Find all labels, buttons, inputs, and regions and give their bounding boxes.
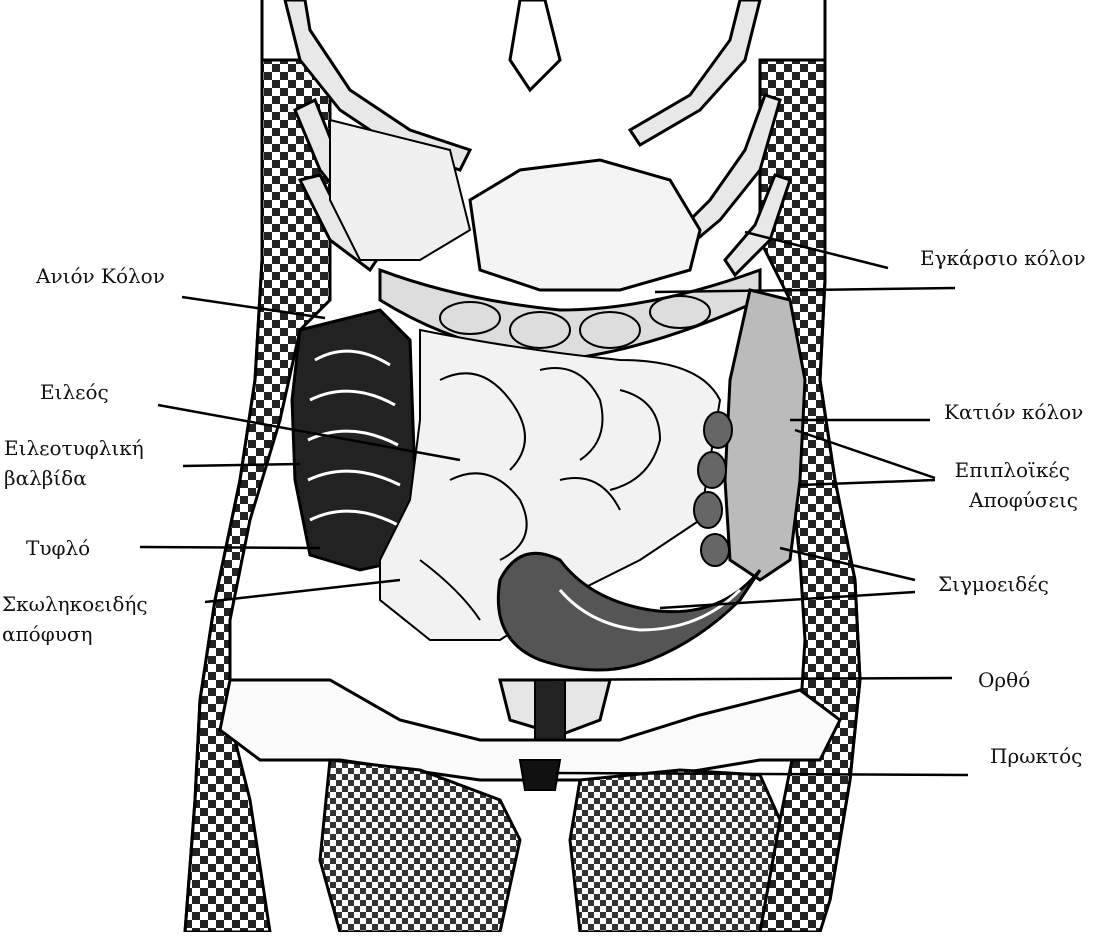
stomach	[470, 160, 700, 290]
label-epiploic-line2: Αποφύσεις	[940, 486, 1078, 514]
label-appendix-line1: Σκωληκοειδής	[2, 590, 148, 618]
liver	[330, 120, 470, 260]
leader-rectum	[500, 678, 952, 680]
label-epiploic-line1: Επιπλοϊκές	[940, 456, 1070, 484]
label-ileum: Ειλεός	[40, 378, 109, 406]
label-ileocecal-valve-line2: βαλβίδα	[4, 464, 87, 492]
label-appendix-line2: απόφυση	[2, 620, 93, 648]
label-transverse-colon: Εγκάρσιο κόλον	[920, 244, 1086, 272]
label-descending-colon: Κατιόν κόλον	[944, 398, 1083, 426]
label-sigmoid: Σιγμοειδές	[938, 570, 1049, 598]
pelvis-lower-right	[570, 770, 780, 932]
label-anus: Πρωκτός	[990, 742, 1082, 770]
leader-sigmoid-2	[660, 592, 915, 608]
label-cecum: Τυφλό	[26, 534, 90, 562]
leader-ileocecal-valve	[183, 464, 300, 466]
anus	[520, 760, 560, 790]
leader-cecum	[140, 547, 320, 548]
label-ileocecal-valve-line1: Ειλεοτυφλική	[4, 434, 144, 462]
sigmoid-colon	[498, 553, 760, 670]
label-ascending-colon: Ανιόν Κόλον	[36, 262, 165, 290]
label-rectum: Ορθό	[978, 666, 1030, 694]
rectum-canal	[535, 680, 565, 740]
pelvis-lower-left	[320, 760, 520, 932]
descending-colon	[725, 290, 805, 580]
